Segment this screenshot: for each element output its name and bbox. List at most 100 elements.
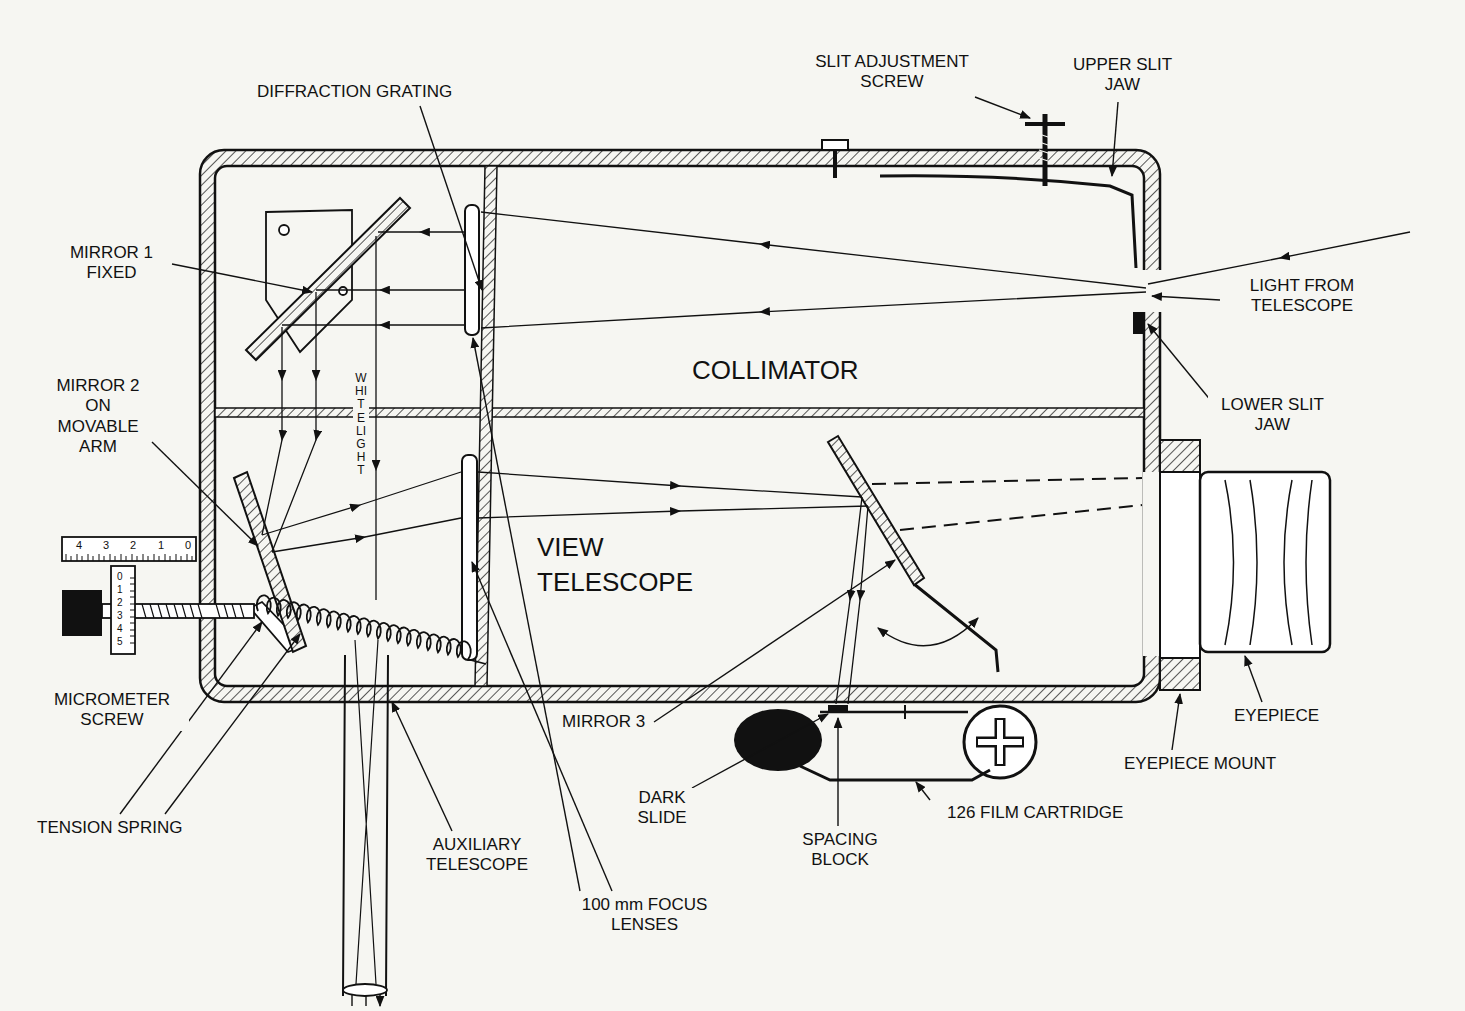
- leader-line: [1172, 694, 1180, 750]
- scale-number: 1: [156, 539, 166, 552]
- section-label: COLLIMATOR: [690, 355, 861, 386]
- view-axis: [900, 505, 1142, 530]
- scale-number: 0: [115, 571, 125, 583]
- mirror-1: [246, 198, 410, 360]
- bracket-pin: [339, 287, 347, 295]
- view-axis: [872, 478, 1142, 484]
- ray: [481, 292, 1146, 328]
- scale-ticks: [66, 554, 192, 561]
- part-label: TENSION SPRING: [35, 818, 184, 838]
- ray: [272, 292, 316, 552]
- eyepiece-mount: [1160, 440, 1200, 690]
- leader-line: [1112, 102, 1118, 176]
- bracket-pin: [279, 225, 289, 235]
- scale-number: 3: [101, 539, 111, 552]
- slit-opening: [1142, 270, 1162, 312]
- ray: [375, 236, 376, 600]
- leader-lines: [120, 97, 1262, 891]
- ray: [282, 324, 464, 325]
- mount-ring: [1160, 440, 1200, 472]
- film-spool: [964, 706, 1036, 778]
- film-spool: [734, 709, 822, 771]
- mount-ring: [1160, 658, 1200, 690]
- housing-wall: [200, 150, 1160, 702]
- part-label: UPPER SLIT JAW: [1058, 55, 1187, 96]
- spool-cross: [978, 720, 1022, 764]
- leader-line: [420, 106, 482, 290]
- leader-line: [692, 714, 828, 788]
- section-label: VIEW TELESCOPE: [535, 530, 764, 600]
- view-lens: [462, 455, 477, 660]
- leader-line: [152, 442, 258, 546]
- ray: [316, 289, 464, 290]
- ray: [272, 518, 461, 552]
- ray: [836, 497, 862, 704]
- part-label: DARK SLIDE: [620, 788, 704, 829]
- ray: [262, 327, 282, 535]
- part-label: 126 FILM CARTRIDGE: [945, 803, 1125, 823]
- scale-number: 2: [115, 597, 125, 609]
- part-label: MIRROR 3: [560, 712, 647, 732]
- mirror-3-hinge: [914, 584, 998, 672]
- scale-number: 2: [128, 539, 138, 552]
- micrometer-drum: [111, 566, 135, 654]
- scale-number: 5: [115, 636, 125, 648]
- adjust-screw-thread: [1039, 134, 1051, 162]
- top-screw: [822, 140, 848, 150]
- part-label: MIRROR 1 FIXED: [52, 243, 171, 284]
- spool-cross: [976, 718, 1024, 766]
- ray: [848, 506, 868, 704]
- part-label: EYEPIECE: [1232, 706, 1321, 726]
- part-label: SLIT ADJUSTMENT SCREW: [790, 52, 994, 93]
- scale-number: 1: [115, 584, 125, 596]
- ray-label: WHITE LIGHT: [353, 372, 369, 478]
- leader-line: [392, 702, 452, 831]
- drum-ticks: [130, 578, 135, 643]
- mirror-3: [828, 436, 924, 585]
- ray: [478, 506, 868, 518]
- part-label: LOWER SLIT JAW: [1208, 395, 1337, 436]
- aux-rays: [355, 640, 378, 984]
- shaft-thread: [142, 604, 244, 618]
- leader-line: [837, 718, 838, 826]
- aux-telescope-tube: [343, 655, 388, 996]
- mirror-3-swing: [878, 618, 978, 646]
- scale-number: 4: [115, 623, 125, 635]
- part-label: SPACING BLOCK: [783, 830, 897, 871]
- ray: [378, 231, 464, 232]
- collimator-lens: [465, 205, 479, 335]
- light-rays: [262, 212, 1410, 704]
- leader-line: [1148, 324, 1212, 402]
- adjust-screw-shank: [1043, 114, 1048, 186]
- micrometer-knob: [62, 590, 102, 636]
- scale-number: 0: [183, 539, 193, 552]
- upper-slit-jaw: [880, 176, 1136, 268]
- top-screw-shank: [833, 150, 837, 178]
- part-label: EYEPIECE MOUNT: [1122, 754, 1278, 774]
- part-label: DIFFRACTION GRATING: [255, 82, 454, 102]
- ray: [481, 212, 1146, 288]
- scale-number: 3: [115, 610, 125, 622]
- cartridge-base: [800, 766, 990, 780]
- tension-spring: [257, 595, 486, 664]
- part-label: MIRROR 2 ON MOVABLE ARM: [45, 376, 151, 458]
- eyepiece-opening: [1143, 472, 1161, 656]
- spacing-block: [828, 705, 848, 713]
- part-label: MICROMETER SCREW: [35, 690, 189, 731]
- lower-slit-jaw: [1133, 312, 1144, 334]
- aux-out-arrows: [352, 994, 380, 1006]
- part-label: AUXILIARY TELESCOPE: [405, 835, 549, 876]
- eyepiece-body: [1200, 472, 1330, 652]
- leader-line: [975, 97, 1030, 118]
- scale-number: 4: [74, 539, 84, 552]
- leader-line: [172, 264, 312, 292]
- micrometer-scale: [62, 537, 196, 561]
- leader-line: [916, 782, 930, 800]
- film-mark: [904, 705, 906, 719]
- eyepiece-lenses: [1225, 480, 1312, 645]
- leader-line: [473, 338, 580, 891]
- leader-line: [1152, 296, 1220, 300]
- part-label: LIGHT FROM TELESCOPE: [1225, 276, 1379, 317]
